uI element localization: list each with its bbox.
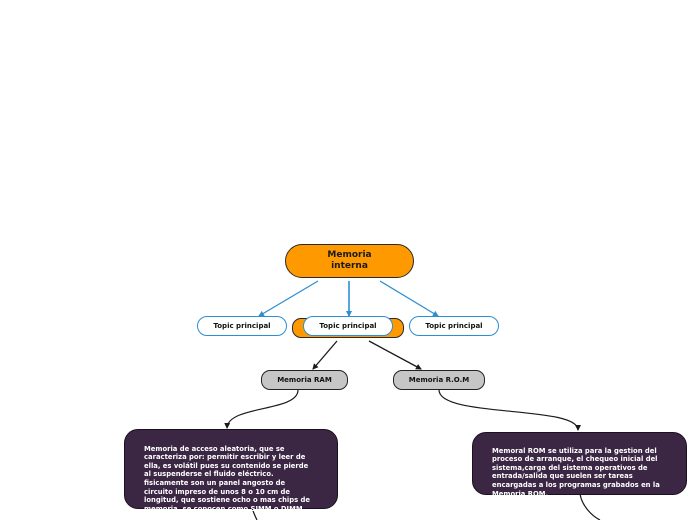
connector-ram-description: [224, 389, 299, 429]
branch-node-label: Memoria RAM: [277, 376, 332, 384]
description-text: Memoria de acceso aleatoria, que se cara…: [144, 444, 311, 513]
root-node-memoria-interna[interactable]: Memoria interna: [285, 244, 414, 278]
connector-topic-ram: [312, 340, 338, 370]
root-node-label: Memoria interna: [327, 250, 372, 271]
connector-root-topic-left: [258, 280, 319, 317]
connector-root-topic-right: [379, 280, 439, 317]
topic-node-label: Topic principal: [425, 322, 483, 330]
branch-node-label: Memoria R.O.M: [408, 376, 470, 384]
topic-node-right[interactable]: Topic principal: [409, 316, 499, 336]
topic-node-label: Topic principal: [319, 322, 377, 330]
connector-rom-description-out: [579, 493, 601, 520]
description-text: Memoral ROM se utiliza para la gestion d…: [492, 446, 660, 498]
connector-topic-rom: [368, 340, 422, 370]
topic-node-label: Topic principal: [213, 322, 271, 330]
branch-node-memoria-ram[interactable]: Memoria RAM: [261, 370, 348, 390]
topic-node-left[interactable]: Topic principal: [197, 316, 287, 336]
branch-node-memoria-rom[interactable]: Memoria R.O.M: [393, 370, 485, 390]
connector-rom-description: [438, 389, 581, 431]
description-node-rom[interactable]: Memoral ROM se utiliza para la gestion d…: [472, 432, 687, 498]
description-node-ram[interactable]: Memoria de acceso aleatoria, que se cara…: [124, 429, 338, 513]
connector-ram-description-out: [251, 507, 258, 520]
topic-node-center[interactable]: Topic principal: [303, 316, 393, 336]
